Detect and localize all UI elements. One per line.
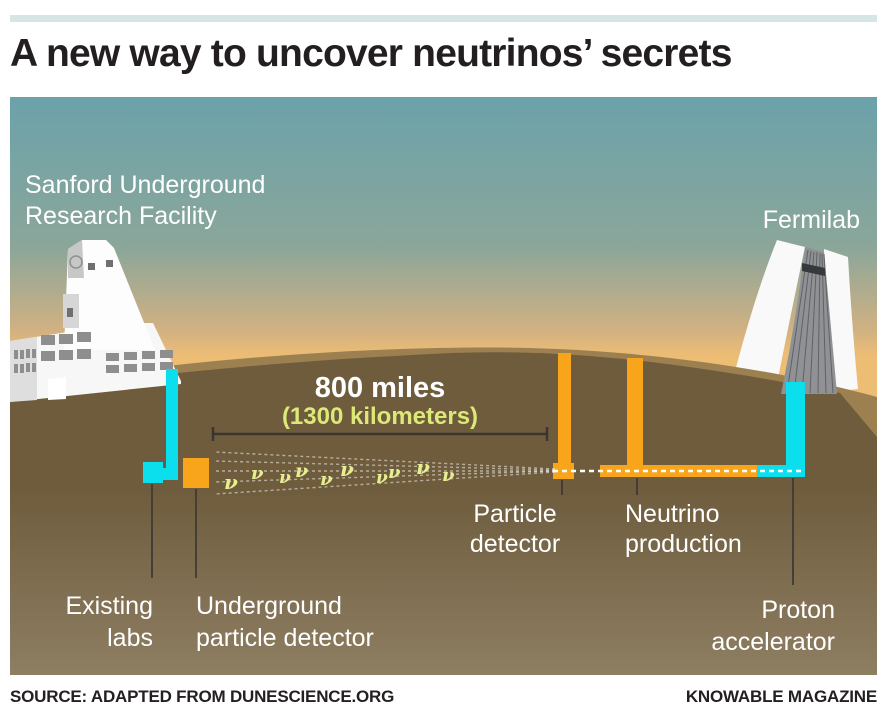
label-particle-detector-line1: Particle	[473, 500, 556, 528]
diagram-illustration: ν ν ν ν ν ν ν ν ν ν	[10, 97, 877, 675]
neutrino-symbol: ν	[376, 468, 388, 488]
sanford-building	[10, 240, 181, 402]
neutrino-symbol: ν	[320, 469, 333, 490]
label-fermilab: Fermilab	[763, 206, 860, 234]
neutrino-symbol: ν	[295, 460, 308, 482]
label-neutrino-production-line1: Neutrino	[625, 500, 720, 528]
neutrino-symbol: ν	[388, 462, 401, 483]
fermilab-detector-structures	[553, 353, 757, 479]
label-particle-detector-line2: detector	[470, 530, 560, 558]
source-credit: SOURCE: ADAPTED FROM DUNESCIENCE.ORG	[10, 687, 395, 706]
neutrino-symbol: ν	[340, 457, 354, 481]
magazine-credit: KNOWABLE MAGAZINE	[685, 687, 877, 706]
label-underground-detector-line2: particle detector	[196, 624, 374, 652]
sanford-windows	[14, 332, 173, 373]
neutrino-symbol: ν	[442, 465, 455, 486]
page-title: A new way to uncover neutrinos’ secrets	[10, 32, 732, 75]
footer: SOURCE: ADAPTED FROM DUNESCIENCE.ORG KNO…	[10, 687, 877, 707]
neutrino-diagram-svg: ν ν ν ν ν ν ν ν ν ν	[10, 97, 877, 675]
label-existing-labs-line2: labs	[107, 624, 153, 652]
neutrino-symbol: ν	[416, 455, 430, 479]
neutrino-symbol: ν	[279, 468, 291, 488]
neutrino-beam: ν ν ν ν ν ν ν ν ν ν	[214, 451, 805, 495]
label-sanford-line1: Sanford Underground	[25, 171, 265, 199]
sanford-shaft-and-labs	[143, 369, 178, 483]
label-distance-km: (1300 kilometers)	[282, 403, 478, 430]
label-distance-miles: 800 miles	[315, 372, 446, 404]
label-proton-accelerator-line2: accelerator	[711, 628, 835, 656]
neutrino-symbol: ν	[251, 463, 264, 484]
neutrino-symbol: ν	[224, 470, 238, 494]
label-existing-labs-line1: Existing	[65, 592, 153, 620]
label-underground-detector-line1: Underground	[196, 592, 342, 620]
accent-bar	[10, 15, 877, 22]
leader-lines	[151, 478, 794, 585]
label-sanford-line2: Research Facility	[25, 202, 217, 230]
underground-particle-detector-box	[183, 458, 209, 488]
distance-measure	[211, 427, 549, 441]
neutrino-symbols: ν ν ν ν ν ν ν ν ν ν	[224, 455, 455, 494]
label-neutrino-production-line2: production	[625, 530, 742, 558]
fermilab-building-core	[781, 247, 837, 394]
label-proton-accelerator-line1: Proton	[761, 596, 835, 624]
